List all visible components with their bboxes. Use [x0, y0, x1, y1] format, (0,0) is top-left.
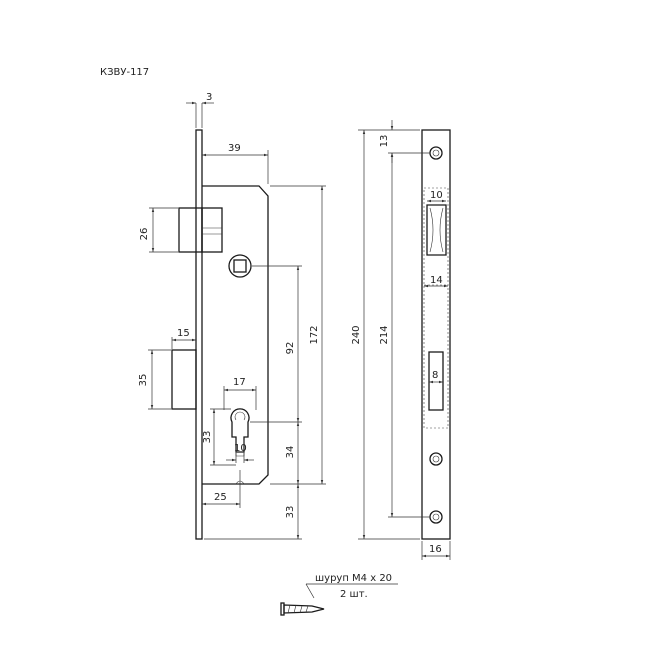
- dim-backset: 25: [214, 492, 227, 503]
- dim-latch-height: 26: [139, 228, 150, 241]
- dim-strike-holes: 214: [379, 325, 390, 344]
- dead-bolt: [171, 349, 197, 410]
- dim-cylinder-height: 33: [202, 431, 213, 444]
- screw-hole-top: [429, 146, 443, 160]
- dim-strike-top: 13: [379, 135, 390, 148]
- faceplate: [195, 129, 203, 540]
- screw-hole-bottom: [429, 510, 443, 524]
- spindle-hub: [228, 254, 252, 278]
- latch-bolt: [178, 207, 203, 253]
- dim-strike-total: 240: [351, 325, 362, 344]
- drawing-title: КЗВУ-117: [100, 67, 149, 78]
- strike-dimensions: 240 214 13 10 14 8 16: [351, 120, 451, 560]
- dim-cylinder-width: 17: [233, 377, 246, 388]
- strike-recess: [423, 187, 449, 429]
- dim-cylinder-slot: 10: [234, 443, 247, 454]
- dim-body-width: 39: [228, 143, 241, 154]
- screw-quantity: 2 шт.: [340, 589, 368, 600]
- dim-faceplate-thickness: 3: [206, 92, 212, 103]
- latch-opening: [426, 204, 447, 256]
- dim-bolt-opening-slot: 8: [432, 370, 438, 381]
- lock-case: [202, 185, 269, 485]
- screw-hole-middle: [429, 452, 443, 466]
- spindle-square: [233, 259, 247, 273]
- dim-bolt-height: 35: [138, 374, 149, 387]
- dim-bolt-width: 15: [177, 328, 190, 339]
- dim-bottom-offset: 33: [285, 506, 296, 519]
- bolt-opening: [428, 351, 444, 411]
- dim-bolt-opening-width: 14: [430, 275, 443, 286]
- dim-spindle-to-cyl: 92: [285, 342, 296, 355]
- screw-note: шуруп М4 х 20 2 шт.: [280, 573, 398, 616]
- dim-body-height: 172: [309, 325, 320, 344]
- dim-latch-opening: 10: [430, 190, 443, 201]
- screw-spec: шуруп М4 х 20: [315, 573, 392, 584]
- strike-plate: [421, 129, 451, 540]
- lock-body-view: [171, 129, 269, 540]
- screw-icon: [280, 602, 325, 616]
- dim-strike-width: 16: [429, 544, 442, 555]
- dim-cyl-to-bottom: 34: [285, 446, 296, 459]
- latch-inner: [201, 207, 223, 253]
- lock-dimensions: 3 39 26 15 35 17 33 10: [138, 92, 326, 540]
